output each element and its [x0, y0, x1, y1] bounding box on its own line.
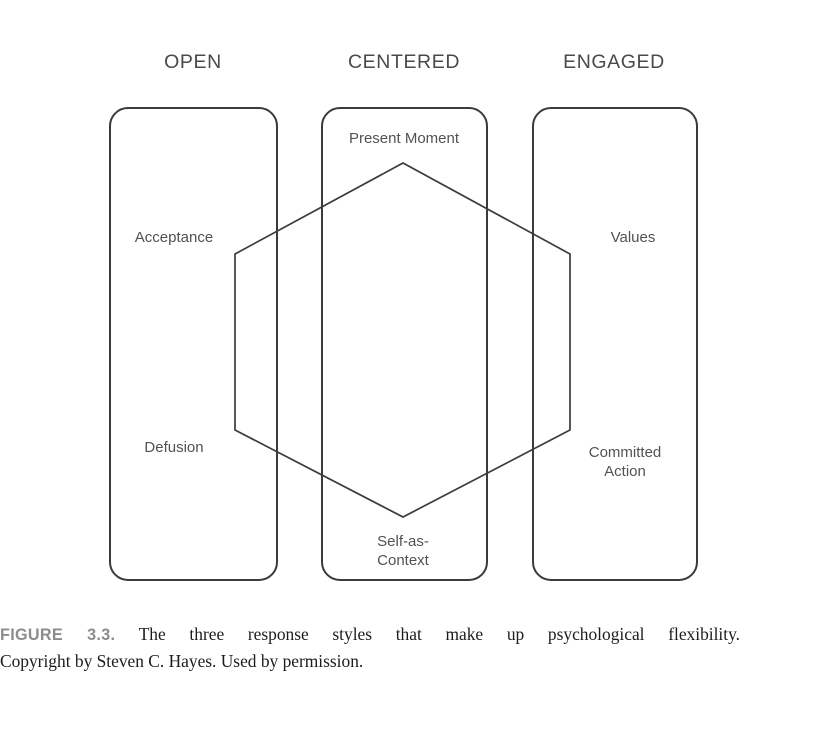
label-self-as-context-line2: Context — [377, 552, 430, 569]
hexagon-group — [234, 162, 571, 518]
label-values: Values — [611, 229, 656, 246]
process-labels-group: Present Moment Acceptance Values Defusio… — [135, 130, 661, 569]
label-acceptance: Acceptance — [135, 229, 213, 246]
column-header-open: OPEN — [164, 51, 222, 73]
response-style-boxes-group — [109, 107, 698, 581]
figure-number-tag: FIGURE 3.3. — [0, 626, 116, 644]
column-headers-group: OPEN CENTERED ENGAGED — [164, 51, 665, 73]
caption-text-line-1: The three response styles that make up p… — [138, 624, 740, 644]
label-present-moment: Present Moment — [349, 130, 460, 147]
label-committed-action-line1: Committed — [589, 444, 662, 461]
column-header-engaged: ENGAGED — [563, 51, 665, 73]
column-header-centered: CENTERED — [348, 51, 460, 73]
centered-box — [321, 107, 488, 581]
hexaflex-hexagon — [234, 162, 571, 518]
hexaflex-diagram: OPEN CENTERED ENGAGED Present Moment Acc… — [109, 51, 698, 581]
caption-text-line-2: Copyright by Steven C. Hayes. Used by pe… — [0, 650, 364, 671]
engaged-box — [532, 107, 698, 581]
label-committed-action: Committed Action — [589, 444, 662, 480]
label-self-as-context-line1: Self-as- — [377, 533, 429, 550]
figure-caption: FIGURE 3.3. The three response styles th… — [0, 622, 740, 674]
label-self-as-context: Self-as- Context — [377, 533, 430, 569]
open-box — [109, 107, 278, 581]
label-defusion: Defusion — [144, 439, 203, 456]
caption-line-1: FIGURE 3.3. The three response styles th… — [0, 622, 740, 649]
label-committed-action-line2: Action — [604, 463, 646, 480]
